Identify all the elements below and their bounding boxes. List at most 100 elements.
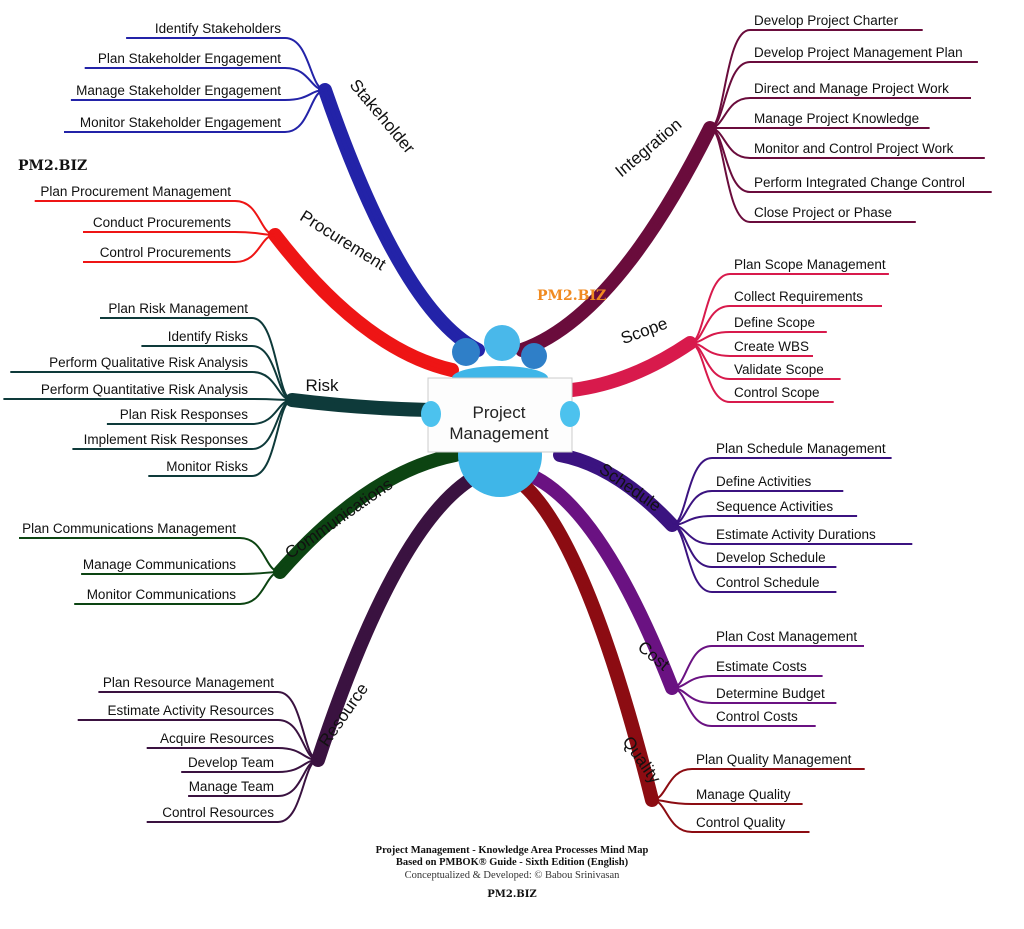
leaf-line	[709, 61, 978, 129]
branch-line-tip-integration	[520, 126, 712, 352]
leaf-cost: Determine Budget	[716, 686, 825, 701]
leaf-schedule: Define Activities	[716, 474, 812, 489]
branch-line-tip-quality	[513, 476, 654, 802]
leaf-communications: Manage Communications	[83, 557, 236, 572]
leaf-integration: Monitor and Control Project Work	[754, 141, 954, 156]
branch-line-tip-resource	[316, 473, 480, 762]
leaf-scope: Define Scope	[734, 315, 815, 330]
branch-label-risk: Risk	[305, 376, 339, 395]
watermark-center: PM2.BIZ	[537, 288, 606, 304]
footer-subtitle: Based on PMBOK® Guide - Sixth Edition (E…	[395, 857, 629, 868]
leaf-schedule: Control Schedule	[716, 575, 820, 590]
branch-line-tip-communications	[278, 453, 457, 574]
branch-line-tip-risk	[290, 398, 432, 412]
leaf-integration: Develop Project Charter	[754, 13, 899, 28]
figure-hand-right	[560, 401, 580, 427]
center-title-line2: Management	[449, 424, 549, 443]
leaf-integration: Manage Project Knowledge	[754, 111, 919, 126]
leaf-line	[34, 200, 276, 236]
leaf-scope: Validate Scope	[734, 362, 824, 377]
leaf-line	[671, 457, 892, 526]
leaf-line	[689, 273, 889, 344]
leaf-integration: Develop Project Management Plan	[754, 45, 963, 60]
watermark-bottom: PM2.BIZ	[487, 889, 537, 900]
leaf-line	[709, 97, 971, 129]
leaf-risk: Implement Risk Responses	[84, 432, 249, 447]
leaf-line	[3, 398, 293, 401]
leaf-scope: Create WBS	[734, 339, 809, 354]
leaf-scope: Control Scope	[734, 385, 820, 400]
leaf-procurement: Control Procurements	[100, 245, 232, 260]
leaf-communications: Plan Communications Management	[22, 521, 236, 536]
leaf-cost: Estimate Costs	[716, 659, 807, 674]
branch-line-tip-procurement	[273, 233, 454, 372]
leaf-risk: Monitor Risks	[166, 459, 248, 474]
leaf-stakeholder: Identify Stakeholders	[155, 21, 281, 36]
leaf-procurement: Plan Procurement Management	[40, 184, 231, 199]
leaf-line	[148, 399, 293, 477]
leaf-line	[709, 127, 916, 223]
leaf-schedule: Plan Schedule Management	[716, 441, 886, 456]
leaf-line	[19, 537, 281, 573]
leaf-risk: Identify Risks	[168, 329, 249, 344]
branch-line-tip-stakeholder	[323, 88, 480, 352]
leaf-resource: Estimate Activity Resources	[107, 703, 274, 718]
leaf-scope: Collect Requirements	[734, 289, 863, 304]
center-title-line1: Project	[473, 403, 526, 422]
leaf-line	[671, 645, 864, 689]
leaf-risk: Perform Quantitative Risk Analysis	[41, 382, 248, 397]
leaf-resource: Acquire Resources	[160, 731, 274, 746]
leaf-procurement: Conduct Procurements	[93, 215, 231, 230]
branch-label-schedule: Schedule	[596, 459, 665, 515]
figure-head-left	[452, 338, 480, 366]
leaf-cost: Control Costs	[716, 709, 798, 724]
branch-line-scope	[565, 336, 697, 397]
branch-label-scope: Scope	[618, 314, 670, 348]
leaf-stakeholder: Plan Stakeholder Engagement	[98, 51, 281, 66]
leaf-integration: Perform Integrated Change Control	[754, 175, 965, 190]
branch-line-tip-cost	[528, 473, 674, 690]
leaf-schedule: Develop Schedule	[716, 550, 826, 565]
center-node: Project Management	[421, 325, 580, 497]
leaf-line	[671, 524, 837, 593]
leaf-line	[126, 37, 326, 91]
leaf-resource: Manage Team	[189, 779, 274, 794]
leaf-line	[146, 759, 319, 823]
leaf-schedule: Sequence Activities	[716, 499, 833, 514]
leaf-line	[83, 231, 276, 236]
leaf-cost: Plan Cost Management	[716, 629, 857, 644]
leaf-quality: Manage Quality	[696, 787, 791, 802]
leaf-resource: Control Resources	[162, 805, 274, 820]
leaf-line	[671, 687, 816, 727]
leaf-quality: Plan Quality Management	[696, 752, 852, 767]
center-card	[427, 377, 573, 453]
leaf-line	[98, 691, 319, 761]
leaf-resource: Plan Resource Management	[103, 675, 274, 690]
leaf-stakeholder: Monitor Stakeholder Engagement	[80, 115, 281, 130]
leaf-line	[671, 515, 858, 526]
branch-label-stakeholder: Stakeholder	[346, 76, 419, 158]
footer-title: Project Management - Knowledge Area Proc…	[375, 845, 649, 856]
leaf-line	[100, 317, 293, 401]
leaf-resource: Develop Team	[188, 755, 274, 770]
leaf-integration: Close Project or Phase	[754, 205, 892, 220]
leaf-line	[81, 571, 281, 575]
branch-line-tip-scope	[570, 341, 692, 392]
leaf-schedule: Estimate Activity Durations	[716, 527, 876, 542]
figure-head-center	[484, 325, 520, 361]
leaf-line	[689, 342, 834, 403]
leaf-line	[64, 89, 326, 133]
leaf-line	[709, 29, 923, 129]
leaf-line	[141, 345, 293, 401]
branch-label-integration: Integration	[612, 115, 686, 181]
figure-hand-left	[421, 401, 441, 427]
branch-label-communications: Communications	[282, 474, 397, 562]
leaf-quality: Control Quality	[696, 815, 786, 830]
leaf-risk: Plan Risk Management	[108, 301, 248, 316]
watermark-top-left: PM2.BIZ	[18, 158, 87, 174]
